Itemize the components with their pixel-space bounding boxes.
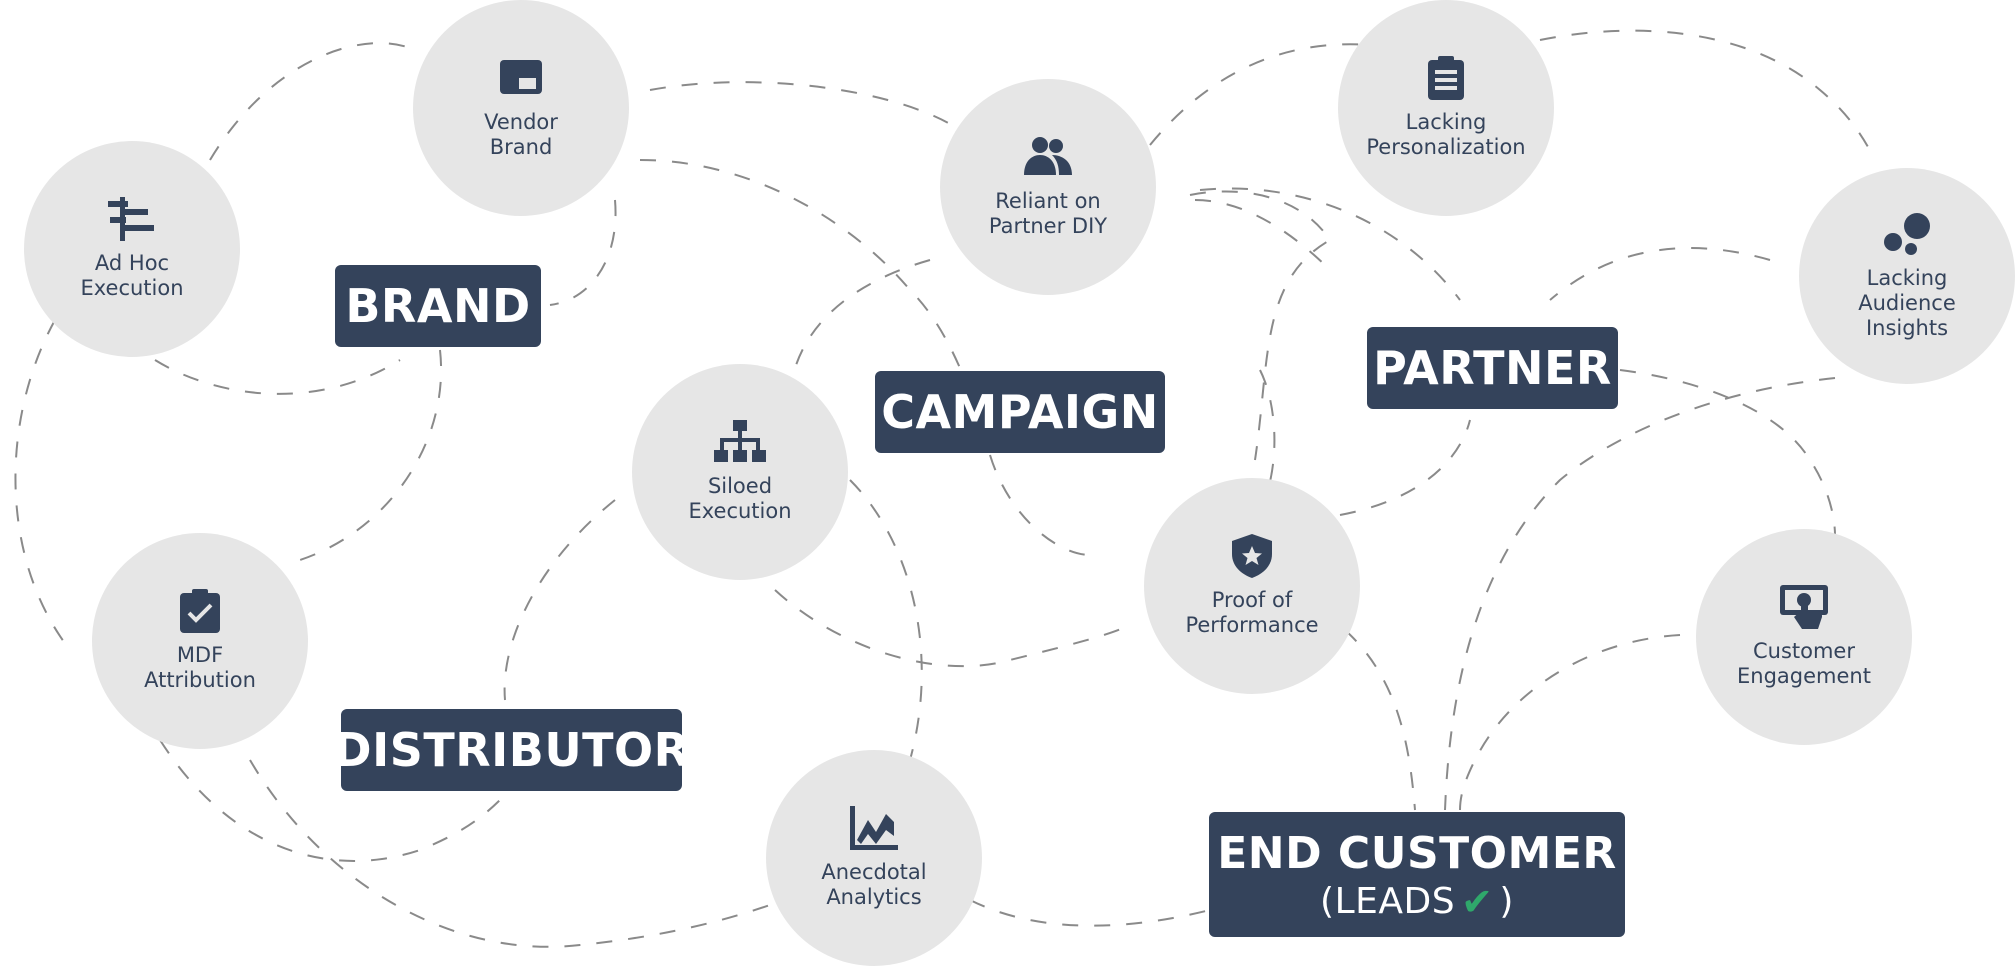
dashed-connector bbox=[14, 319, 71, 651]
user-group-icon bbox=[1022, 135, 1074, 179]
node-reliant-on-partner-diy: Reliant on Partner DIY bbox=[940, 79, 1156, 295]
dashed-connector bbox=[1459, 634, 1681, 811]
dashed-connector bbox=[1619, 369, 1836, 536]
node-lacking-personalization: Lacking Personalization bbox=[1338, 0, 1554, 216]
bubbles-icon bbox=[1881, 212, 1933, 256]
category-end-customer: END CUSTOMER (LEADS ✔ ) bbox=[1209, 812, 1625, 937]
node-label: Lacking Audience Insights bbox=[1858, 265, 1956, 340]
dashed-connector bbox=[154, 359, 401, 395]
node-proof-of-performance: Proof of Performance bbox=[1144, 478, 1360, 694]
dashed-connector bbox=[159, 739, 506, 862]
shield-star-icon bbox=[1226, 534, 1278, 578]
dashed-connector bbox=[1539, 29, 1876, 161]
node-label: MDF Attribution bbox=[144, 643, 256, 692]
clipboard-list-icon bbox=[1420, 56, 1472, 100]
node-anecdotal-analytics: Anecdotal Analytics bbox=[766, 750, 982, 966]
category-campaign: CAMPAIGN bbox=[875, 371, 1165, 453]
node-customer-engagement: Customer Engagement bbox=[1696, 529, 1912, 745]
clipboard-check-icon bbox=[174, 589, 226, 633]
browser-window-icon bbox=[495, 56, 547, 100]
dashed-connector bbox=[209, 42, 411, 161]
dashed-connector bbox=[989, 454, 1091, 556]
node-label: Proof of Performance bbox=[1185, 588, 1319, 637]
category-brand: BRAND bbox=[335, 265, 541, 347]
leads-label: (LEADS bbox=[1320, 880, 1456, 922]
dashed-connector bbox=[1194, 199, 1331, 271]
dashed-connector bbox=[649, 81, 961, 131]
leads-close: ) bbox=[1499, 880, 1514, 922]
node-label: Vendor Brand bbox=[484, 110, 558, 159]
dashed-connector bbox=[503, 499, 616, 701]
dashed-connector bbox=[1149, 43, 1371, 146]
dashed-connector bbox=[774, 589, 1131, 668]
dashed-connector bbox=[1199, 187, 1461, 301]
category-partner: PARTNER bbox=[1367, 327, 1618, 409]
dashed-connector bbox=[249, 759, 771, 948]
category-distributor: DISTRIBUTOR bbox=[333, 709, 689, 791]
node-label: Anecdotal Analytics bbox=[821, 860, 927, 909]
node-lacking-audience-insights: Lacking Audience Insights bbox=[1799, 168, 2015, 384]
touch-screen-icon bbox=[1778, 585, 1830, 629]
node-vendor-brand: Vendor Brand bbox=[413, 0, 629, 216]
dashed-connector bbox=[789, 259, 931, 391]
dashed-connector bbox=[549, 199, 617, 306]
node-ad-hoc-execution: Ad Hoc Execution bbox=[24, 141, 240, 357]
dashed-connector bbox=[1344, 629, 1416, 811]
dashed-connector bbox=[1549, 247, 1771, 301]
node-label: Siloed Execution bbox=[688, 474, 792, 523]
node-siloed-execution: Siloed Execution bbox=[632, 364, 848, 580]
checkmark-icon: ✔ bbox=[1461, 879, 1494, 924]
node-label: Reliant on Partner DIY bbox=[988, 189, 1108, 238]
line-chart-icon bbox=[848, 806, 900, 850]
dashed-connector bbox=[1339, 419, 1471, 516]
node-label: Ad Hoc Execution bbox=[80, 251, 184, 300]
end-customer-subtitle: (LEADS ✔ ) bbox=[1320, 881, 1514, 923]
dashed-connector bbox=[969, 899, 1211, 927]
end-customer-title: END CUSTOMER bbox=[1217, 827, 1617, 879]
node-label: Lacking Personalization bbox=[1366, 110, 1526, 159]
org-chart-icon bbox=[714, 420, 766, 464]
node-label: Customer Engagement bbox=[1737, 639, 1871, 688]
dashed-connector bbox=[299, 349, 443, 561]
dashed-connector bbox=[1189, 190, 1332, 461]
dashed-connector bbox=[1444, 377, 1836, 811]
signpost-icon bbox=[106, 197, 158, 241]
node-mdf-attribution: MDF Attribution bbox=[92, 533, 308, 749]
dashed-connector bbox=[849, 479, 923, 761]
